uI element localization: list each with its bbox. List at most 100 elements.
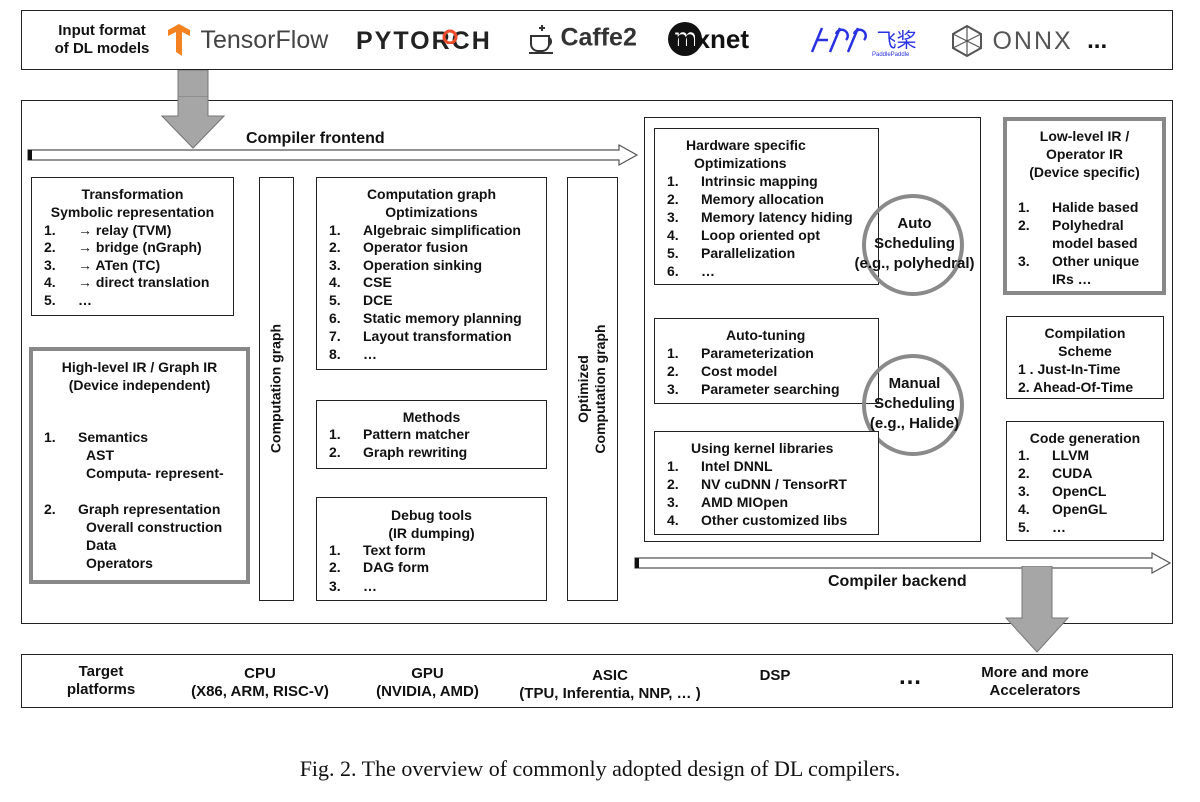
graph-opt-item: 7.Layout transformation: [329, 328, 512, 344]
figure-caption: Fig. 2. The overview of commonly adopted…: [299, 756, 901, 781]
compilation-scheme-item: 2. Ahead-Of-Time: [1018, 379, 1134, 395]
graph-opt-item: 4.CSE: [329, 274, 392, 290]
pytorch-flame-icon: [442, 29, 458, 44]
transformation-item: 1.→ relay (TVM): [44, 222, 172, 238]
hw-opt-title: Hardware specific Optimizations: [686, 137, 806, 171]
code-generation-title: Code generation: [1029, 430, 1141, 446]
computation-graph-bar: [259, 177, 294, 601]
auto-tuning-item: 3.Parameter searching: [667, 381, 840, 397]
transformation-item: 5.…: [44, 292, 92, 308]
graph-representation-item: 2.Graph representation: [44, 501, 221, 517]
input-format-label: Input format of DL models: [54, 22, 150, 57]
debug-tools-title: Debug tools (IR dumping): [388, 507, 475, 541]
backend-right-arrow: [634, 552, 1172, 574]
target-ellipsis: …: [898, 663, 922, 690]
code-gen-item: 4.OpenGL: [1018, 501, 1108, 517]
graph-opt-item: 8.…: [329, 346, 377, 362]
tensorflow-icon: [168, 24, 190, 56]
graph-opt-item: 1.Algebraic simplification: [329, 222, 521, 238]
hw-opt-item: 2.Memory allocation: [667, 191, 824, 207]
low-level-ir-item: 2.Polyhedral: [1018, 217, 1124, 233]
compilation-scheme-box: [1006, 316, 1164, 399]
hw-opt-item: 4.Loop oriented opt: [667, 227, 820, 243]
kernel-libraries-title: Using kernel libraries: [691, 440, 834, 456]
target-platforms-bar: [21, 654, 1173, 708]
graph-representation-sub: Overall construction: [86, 519, 223, 535]
graph-opt-item: 6.Static memory planning: [329, 310, 522, 326]
paddlepaddle-logo: 飞桨 PaddlePaddle: [808, 22, 916, 58]
debug-tools-item: 3.…: [329, 578, 377, 594]
target-gpu: GPU (NVIDIA, AMD): [376, 665, 479, 700]
semantics-sub: Computa- represent-: [86, 465, 224, 481]
computation-graph-label: Computation graph: [267, 323, 284, 454]
transformation-item: 2.→ bridge (nGraph): [44, 239, 202, 255]
auto-tuning-item: 1.Parameterization: [667, 345, 814, 361]
caffe2-logo: Caffe2: [528, 22, 637, 54]
auto-scheduling-text: Auto Scheduling (e.g., polyhedral): [854, 215, 975, 272]
manual-scheduling-text: Manual Scheduling (e.g., Halide): [869, 375, 960, 432]
graph-optimizations-title: Computation graph Optimizations: [366, 186, 497, 220]
graph-representation-sub: Data: [86, 537, 117, 553]
low-level-ir-box: [1003, 117, 1166, 295]
low-level-ir-item: 3.Other unique: [1018, 253, 1140, 269]
manual-scheduling-circle: [862, 354, 964, 456]
transformation-item: 3.→ ATen (TC): [44, 257, 161, 273]
tensorflow-logo: TensorFlow: [166, 24, 328, 56]
hw-opt-box: [654, 128, 879, 285]
methods-title: Methods: [402, 409, 461, 425]
target-dsp: DSP: [759, 667, 791, 684]
kernel-lib-item: 1.Intel DNNL: [667, 458, 773, 474]
pytorch-logo: PYTORCH: [356, 27, 492, 56]
transformation-title: Transformation Symbolic representation: [50, 186, 215, 220]
semantics-item: 1.Semantics: [44, 429, 149, 445]
graph-optimizations-box: [316, 177, 547, 370]
optimized-graph-bar: [567, 177, 618, 601]
graph-representation-sub: Operators: [86, 555, 153, 571]
debug-tools-item: 1.Text form: [329, 542, 426, 558]
compiler-frontend-title: Compiler frontend: [246, 130, 385, 147]
methods-box: [316, 400, 547, 469]
compiler-backend-title: Compiler backend: [828, 573, 967, 590]
mxnet-logo: m mxnet: [668, 22, 749, 56]
auto-tuning-box: [654, 318, 879, 404]
frontend-right-arrow: [27, 144, 639, 166]
code-generation-box: [1006, 421, 1164, 541]
paddle-icon: [810, 27, 867, 53]
auto-tuning-item: 2.Cost model: [667, 363, 778, 379]
hw-opt-item: 1.Intrinsic mapping: [667, 173, 818, 189]
kernel-libraries-box: [654, 431, 879, 535]
graph-opt-item: 5.DCE: [329, 292, 393, 308]
debug-tools-item: 2.DAG form: [329, 559, 430, 575]
kernel-lib-item: 3.AMD MIOpen: [667, 494, 789, 510]
input-down-arrow-overlay: [160, 96, 226, 149]
graph-opt-item: 3.Operation sinking: [329, 257, 483, 273]
low-level-ir-item: 1.Halide based: [1018, 199, 1139, 215]
auto-scheduling-circle: [862, 194, 964, 296]
code-gen-item: 3.OpenCL: [1018, 483, 1107, 499]
hw-opt-item: 3.Memory latency hiding: [667, 209, 853, 225]
semantics-sub: AST: [86, 447, 114, 463]
high-level-ir-title: High-level IR / Graph IR (Device indepen…: [61, 359, 218, 393]
kernel-lib-item: 4.Other customized libs: [667, 512, 848, 528]
debug-tools-box: [316, 497, 547, 601]
hw-opt-item: 6.…: [667, 263, 715, 279]
target-asic: ASIC (TPU, Inferentia, NNP, … ): [519, 667, 701, 702]
transformation-item: 4.→ direct translation: [44, 274, 210, 290]
onnx-logo: ONNX ...: [950, 24, 1107, 58]
hw-opt-item: 5.Parallelization: [667, 245, 796, 261]
compiler-main-box: [21, 100, 1173, 624]
compilation-scheme-item: 1 . Just-In-Time: [1018, 361, 1121, 377]
target-more-accelerators: More and more Accelerators: [981, 664, 1089, 699]
mxnet-m-icon: m: [668, 22, 702, 56]
auto-tuning-title: Auto-tuning: [726, 327, 806, 343]
transformation-box: [31, 177, 234, 316]
low-level-ir-item-cont: model based: [1052, 235, 1138, 251]
low-level-ir-title: Low-level IR / Operator IR (Device speci…: [1029, 128, 1140, 180]
methods-item: 1.Pattern matcher: [329, 426, 470, 442]
output-down-arrow: [1004, 566, 1070, 653]
code-gen-item: 2.CUDA: [1018, 465, 1093, 481]
compilation-scheme-title: Compilation Scheme: [1044, 325, 1126, 359]
high-level-ir-box: [29, 347, 250, 584]
methods-item: 2.Graph rewriting: [329, 444, 468, 460]
coffee-cup-icon: [529, 25, 553, 54]
